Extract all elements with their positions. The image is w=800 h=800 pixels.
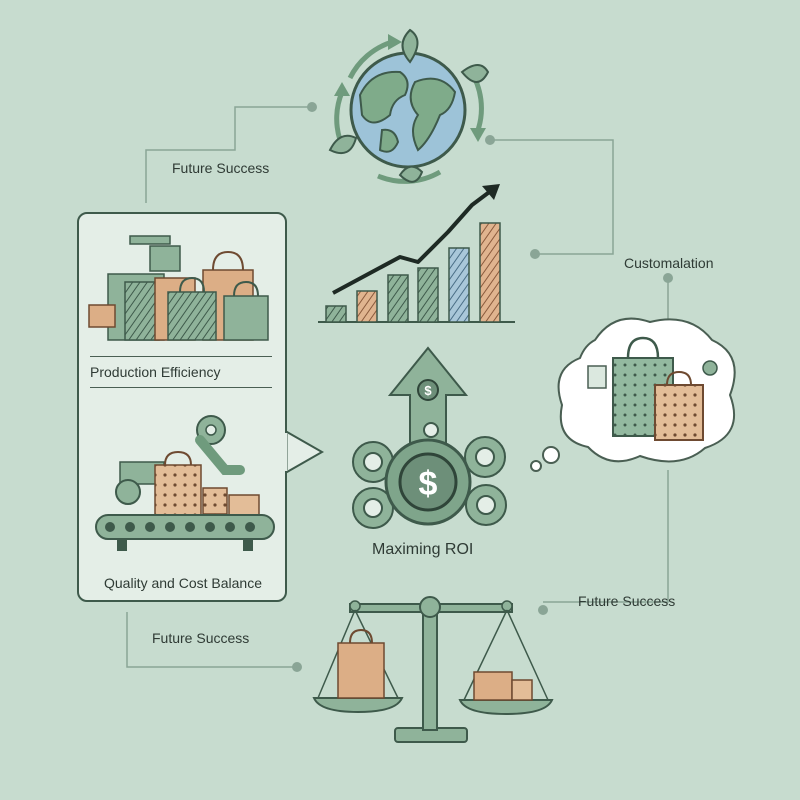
label-quality-cost-balance: Quality and Cost Balance — [104, 575, 262, 591]
growth-chart-icon — [318, 184, 515, 323]
panel-divider-bottom — [90, 387, 272, 388]
panel-pointer — [286, 430, 325, 474]
connector-lines — [126, 106, 669, 668]
label-production-efficiency: Production Efficiency — [90, 364, 221, 380]
globe-icon — [328, 28, 490, 184]
shopping-bags-icon — [88, 235, 269, 341]
svg-text:$: $ — [424, 383, 432, 398]
gears-dollar-icon: $ $ — [352, 346, 507, 529]
label-future-success-top: Future Success — [172, 160, 270, 176]
balance-scale-icon — [312, 596, 554, 743]
connector-dots — [292, 102, 673, 672]
label-future-success-right: Future Success — [578, 593, 676, 609]
label-future-success-left: Future Success — [152, 630, 250, 646]
svg-text:$: $ — [419, 465, 438, 503]
label-maximing-roi: Maximing ROI — [372, 541, 474, 558]
label-customalation: Customalation — [624, 255, 714, 271]
panel-divider-top — [90, 356, 272, 357]
thought-bubble-icon — [530, 317, 736, 472]
conveyor-belt-icon — [95, 415, 275, 551]
